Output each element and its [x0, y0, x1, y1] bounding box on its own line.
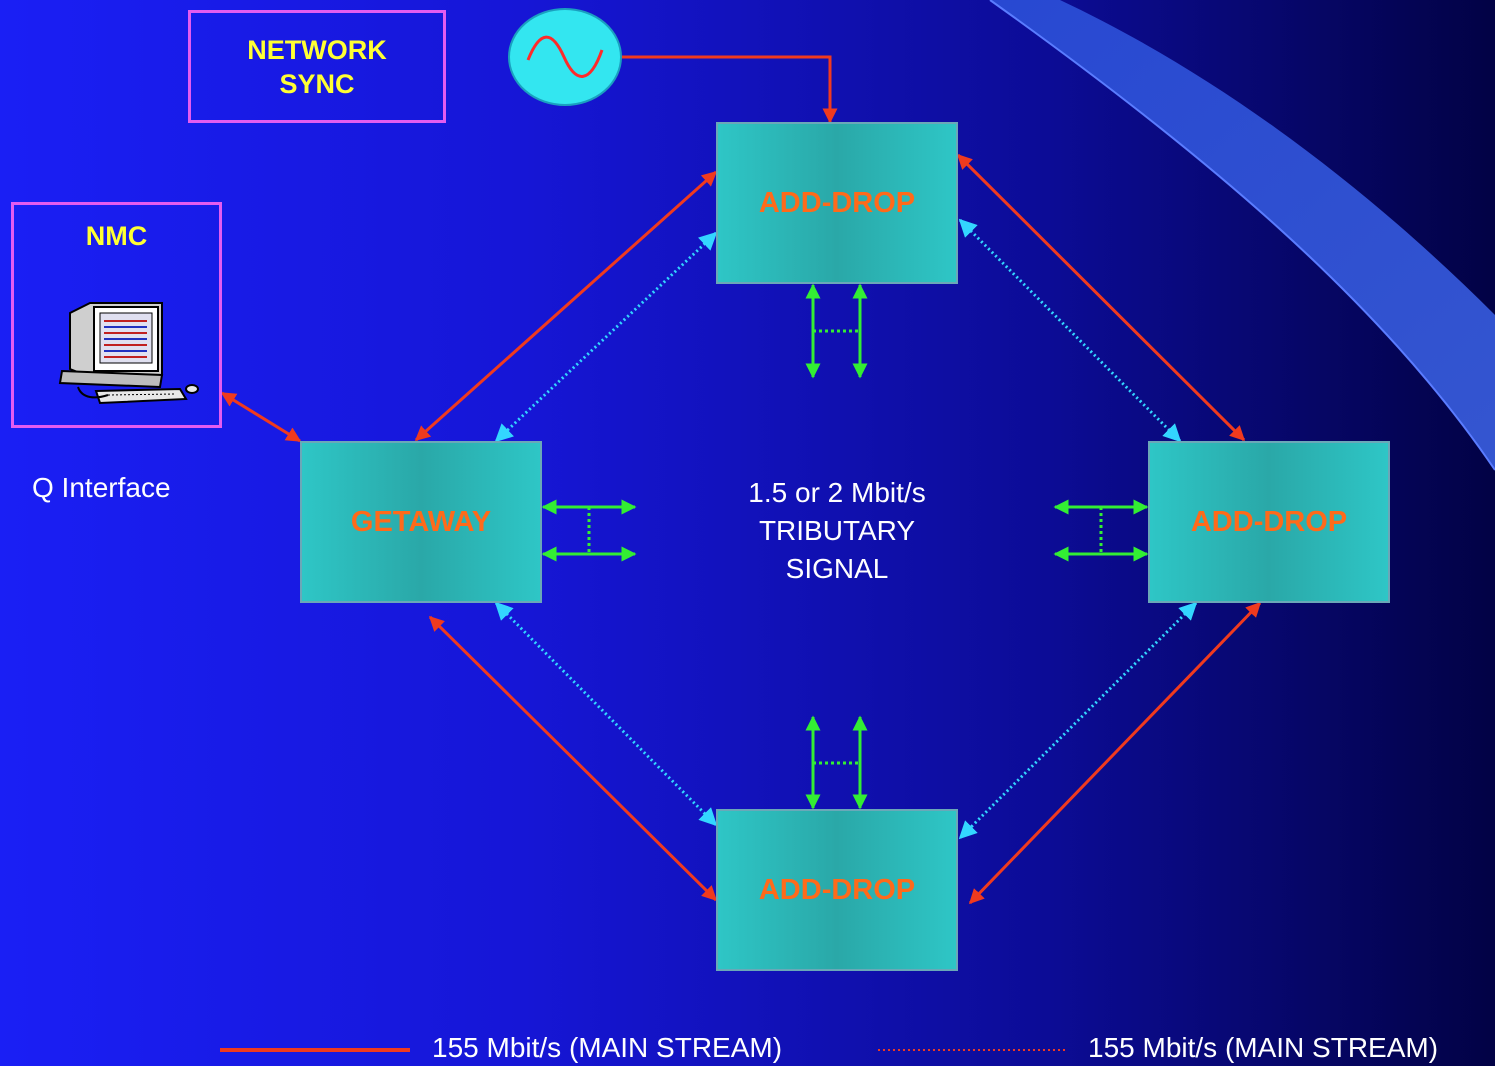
node-right-add-drop: ADD-DROP — [1148, 441, 1390, 603]
node-top-label: ADD-DROP — [758, 186, 916, 219]
tributary-bottom — [805, 715, 868, 810]
main-link-left-bottom — [428, 615, 718, 902]
legend-solid-label: 155 Mbit/s (MAIN STREAM) — [432, 1032, 783, 1063]
center-text-line1: 1.5 or 2 Mbit/s — [748, 477, 926, 508]
sync-link — [620, 55, 838, 124]
legend-dotted-label: 155 Mbit/s (MAIN STREAM) — [1088, 1032, 1439, 1063]
network-sync-line2: SYNC — [279, 68, 355, 99]
node-left-getaway: GETAWAY — [300, 441, 542, 603]
protect-link-right-bottom — [958, 601, 1198, 840]
protect-link-top-right — [958, 218, 1182, 443]
q-interface-link — [220, 391, 302, 443]
node-right-label: ADD-DROP — [1190, 505, 1348, 538]
tributary-top — [805, 283, 868, 379]
computer-workstation-icon — [52, 295, 202, 405]
tributary-left — [541, 499, 637, 562]
node-bottom-label: ADD-DROP — [758, 873, 916, 906]
nmc-box: NMC — [11, 202, 222, 428]
tributary-right — [1053, 499, 1149, 562]
node-bottom-add-drop: ADD-DROP — [716, 809, 958, 971]
center-text-line3: SIGNAL — [785, 553, 889, 584]
nmc-title: NMC — [85, 221, 148, 251]
main-link-top-right — [956, 153, 1246, 442]
protect-link-top-left — [494, 231, 718, 443]
node-top-add-drop: ADD-DROP — [716, 122, 958, 284]
sine-wave-icon — [508, 8, 622, 106]
center-tributary-text: 1.5 or 2 Mbit/s TRIBUTARY SIGNAL — [667, 474, 1007, 588]
main-link-top-left — [414, 170, 718, 442]
protection-stream-ring — [494, 218, 1198, 840]
protect-link-left-bottom — [494, 601, 718, 827]
node-left-label: GETAWAY — [350, 505, 492, 538]
center-text-line2: TRIBUTARY — [758, 515, 916, 546]
decorative-swoosh — [989, 0, 1495, 471]
q-interface-label: Q Interface — [32, 472, 171, 503]
network-sync-line1: NETWORK — [247, 34, 387, 65]
main-link-right-bottom — [968, 601, 1262, 905]
network-sync-box: NETWORK SYNC — [188, 10, 446, 123]
